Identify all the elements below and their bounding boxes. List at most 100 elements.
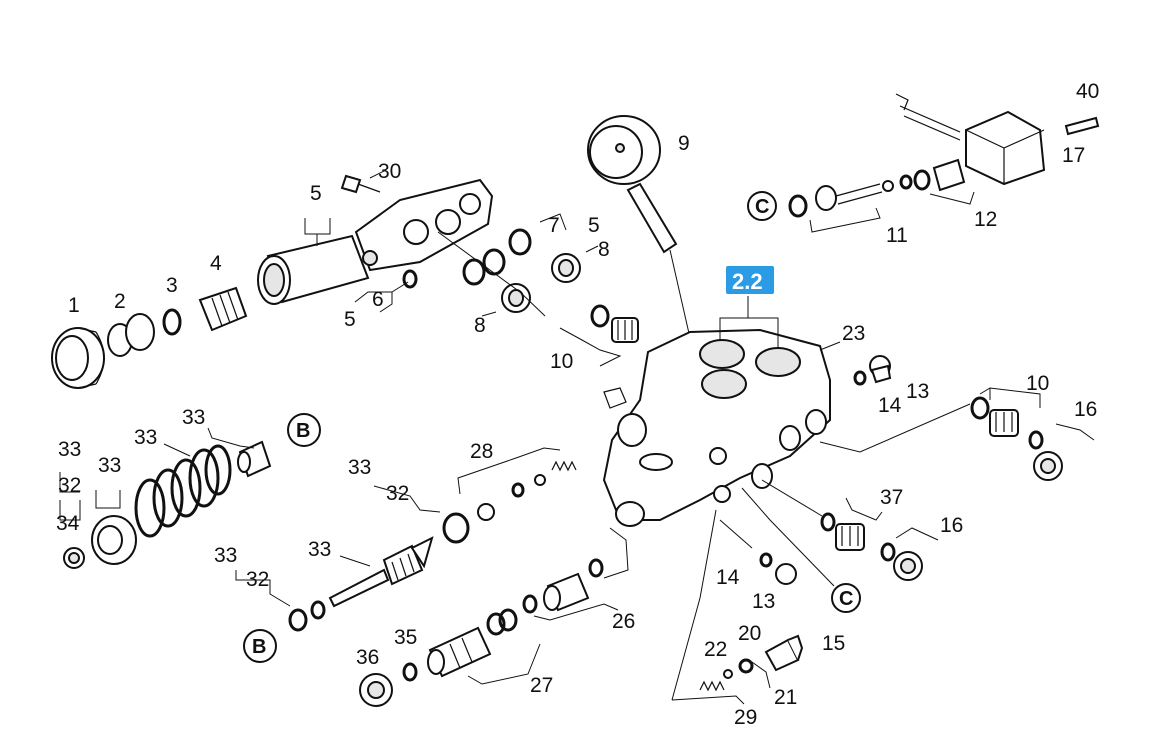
label-9: 9 <box>678 132 690 155</box>
part-13-plug-right <box>869 355 892 384</box>
leader-10-right <box>979 387 1041 408</box>
marker-b-top: B <box>287 413 321 447</box>
part-13-plug-lower <box>775 563 797 585</box>
label-15: 15 <box>822 632 845 655</box>
label-34: 34 <box>56 512 80 535</box>
label-17: 17 <box>1062 144 1085 167</box>
leader-head-lower <box>761 479 823 517</box>
leader-26 <box>533 603 619 621</box>
leader-33-fitting <box>207 427 255 449</box>
label-20: 20 <box>738 622 761 645</box>
part-28-ball <box>534 474 546 486</box>
label-6: 6 <box>372 288 384 311</box>
part-16-plug-lower <box>893 551 923 581</box>
part-16-o-ring-right <box>1028 430 1044 450</box>
valve-plate <box>354 178 494 272</box>
part-11-12-valve-stack <box>788 158 966 218</box>
label-26: 26 <box>612 610 635 633</box>
label-40: 40 <box>1076 80 1099 103</box>
leader-16-lower <box>895 527 939 541</box>
part-3-o-ring <box>162 308 182 336</box>
callout-2-2[interactable]: 2.2 <box>726 266 774 294</box>
leader-33-group <box>59 472 81 521</box>
part-22-ball <box>723 669 733 679</box>
part-33-washer-left <box>91 515 137 565</box>
marker-b-bottom-text: B <box>252 636 266 658</box>
part-37-o-ring <box>820 512 836 532</box>
part-7-o-ring-c <box>508 228 532 256</box>
leader-c-bottom <box>741 487 835 587</box>
part-10-o-ring-right <box>970 396 990 420</box>
part-10-valve-right <box>989 409 1019 437</box>
part-20-o-ring <box>738 658 754 674</box>
label-33-washer: 33 <box>98 454 121 477</box>
label-32-center: 32 <box>386 482 409 505</box>
leader-37 <box>845 497 883 521</box>
part-28-valve-seat <box>477 503 495 521</box>
part-14-o-ring-right <box>853 370 867 386</box>
label-5-top: 5 <box>310 182 322 205</box>
label-30: 30 <box>378 160 401 183</box>
leader-33-spring <box>163 443 191 457</box>
label-22: 22 <box>704 638 727 661</box>
part-32-o-ring-c <box>442 512 470 544</box>
part-33-piston-rod <box>328 536 434 608</box>
label-33-group: 33 <box>58 438 81 461</box>
part-35-o-ring <box>402 662 418 682</box>
label-14-lower: 14 <box>716 566 740 589</box>
callout-2-2-text: 2.2 <box>732 269 763 294</box>
part-27-valve-body <box>427 626 492 678</box>
part-10-valve <box>611 317 639 343</box>
leader-27 <box>467 643 541 685</box>
part-7-o-ring-b <box>482 248 506 276</box>
part-26-o-ring-b <box>588 558 604 578</box>
part-16-plug-right <box>1033 451 1063 481</box>
label-4: 4 <box>210 252 222 275</box>
leader-lines-top-left <box>304 169 622 367</box>
part-7-o-ring-a <box>462 258 486 286</box>
part-23-pump-head <box>602 328 831 527</box>
part-14-o-ring-lower <box>759 552 773 568</box>
label-33-fitting: 33 <box>182 406 205 429</box>
label-23: 23 <box>842 322 865 345</box>
part-15-fitting <box>764 634 804 672</box>
label-16-right: 16 <box>1074 398 1097 421</box>
label-35: 35 <box>394 626 417 649</box>
part-16-o-ring-lower <box>880 542 896 562</box>
part-28-o-ring <box>511 482 525 498</box>
part-2-spring-seat <box>107 313 155 357</box>
label-27: 27 <box>530 674 553 697</box>
leader-33-32-lower <box>235 570 291 607</box>
label-13-right: 13 <box>906 380 929 403</box>
label-5-right: 5 <box>588 214 600 237</box>
label-28: 28 <box>470 440 493 463</box>
leader-23 <box>819 341 841 351</box>
marker-c-top-text: C <box>755 196 769 218</box>
label-8-bottom: 8 <box>474 314 486 337</box>
leader-head-right <box>819 403 971 453</box>
label-33-center: 33 <box>348 456 371 479</box>
leader-11 <box>809 207 881 233</box>
part-26-piston <box>543 572 590 612</box>
label-5-mid: 5 <box>344 308 356 331</box>
leader-14-lower <box>719 519 753 549</box>
part-32-o-ring-a <box>288 608 308 632</box>
label-21: 21 <box>774 686 797 709</box>
label-29: 29 <box>734 706 757 729</box>
leader-2-2 <box>719 296 779 348</box>
part-28-spring <box>551 460 577 472</box>
label-14-right: 14 <box>878 394 902 417</box>
part-8-valve-lower <box>501 283 531 313</box>
part-17-sensor-housing <box>895 93 1046 186</box>
label-37: 37 <box>880 486 903 509</box>
part-10-o-ring <box>590 304 610 328</box>
marker-c-top: C <box>747 191 777 221</box>
part-5-cylinder <box>257 234 370 305</box>
marker-b-top-text: B <box>296 420 310 442</box>
part-30-screw <box>340 174 381 194</box>
leader-16-right <box>1055 423 1095 441</box>
leader-12 <box>929 191 975 205</box>
label-8-top: 8 <box>598 238 610 261</box>
part-33-spring <box>134 444 232 538</box>
part-4-filter <box>198 286 248 332</box>
